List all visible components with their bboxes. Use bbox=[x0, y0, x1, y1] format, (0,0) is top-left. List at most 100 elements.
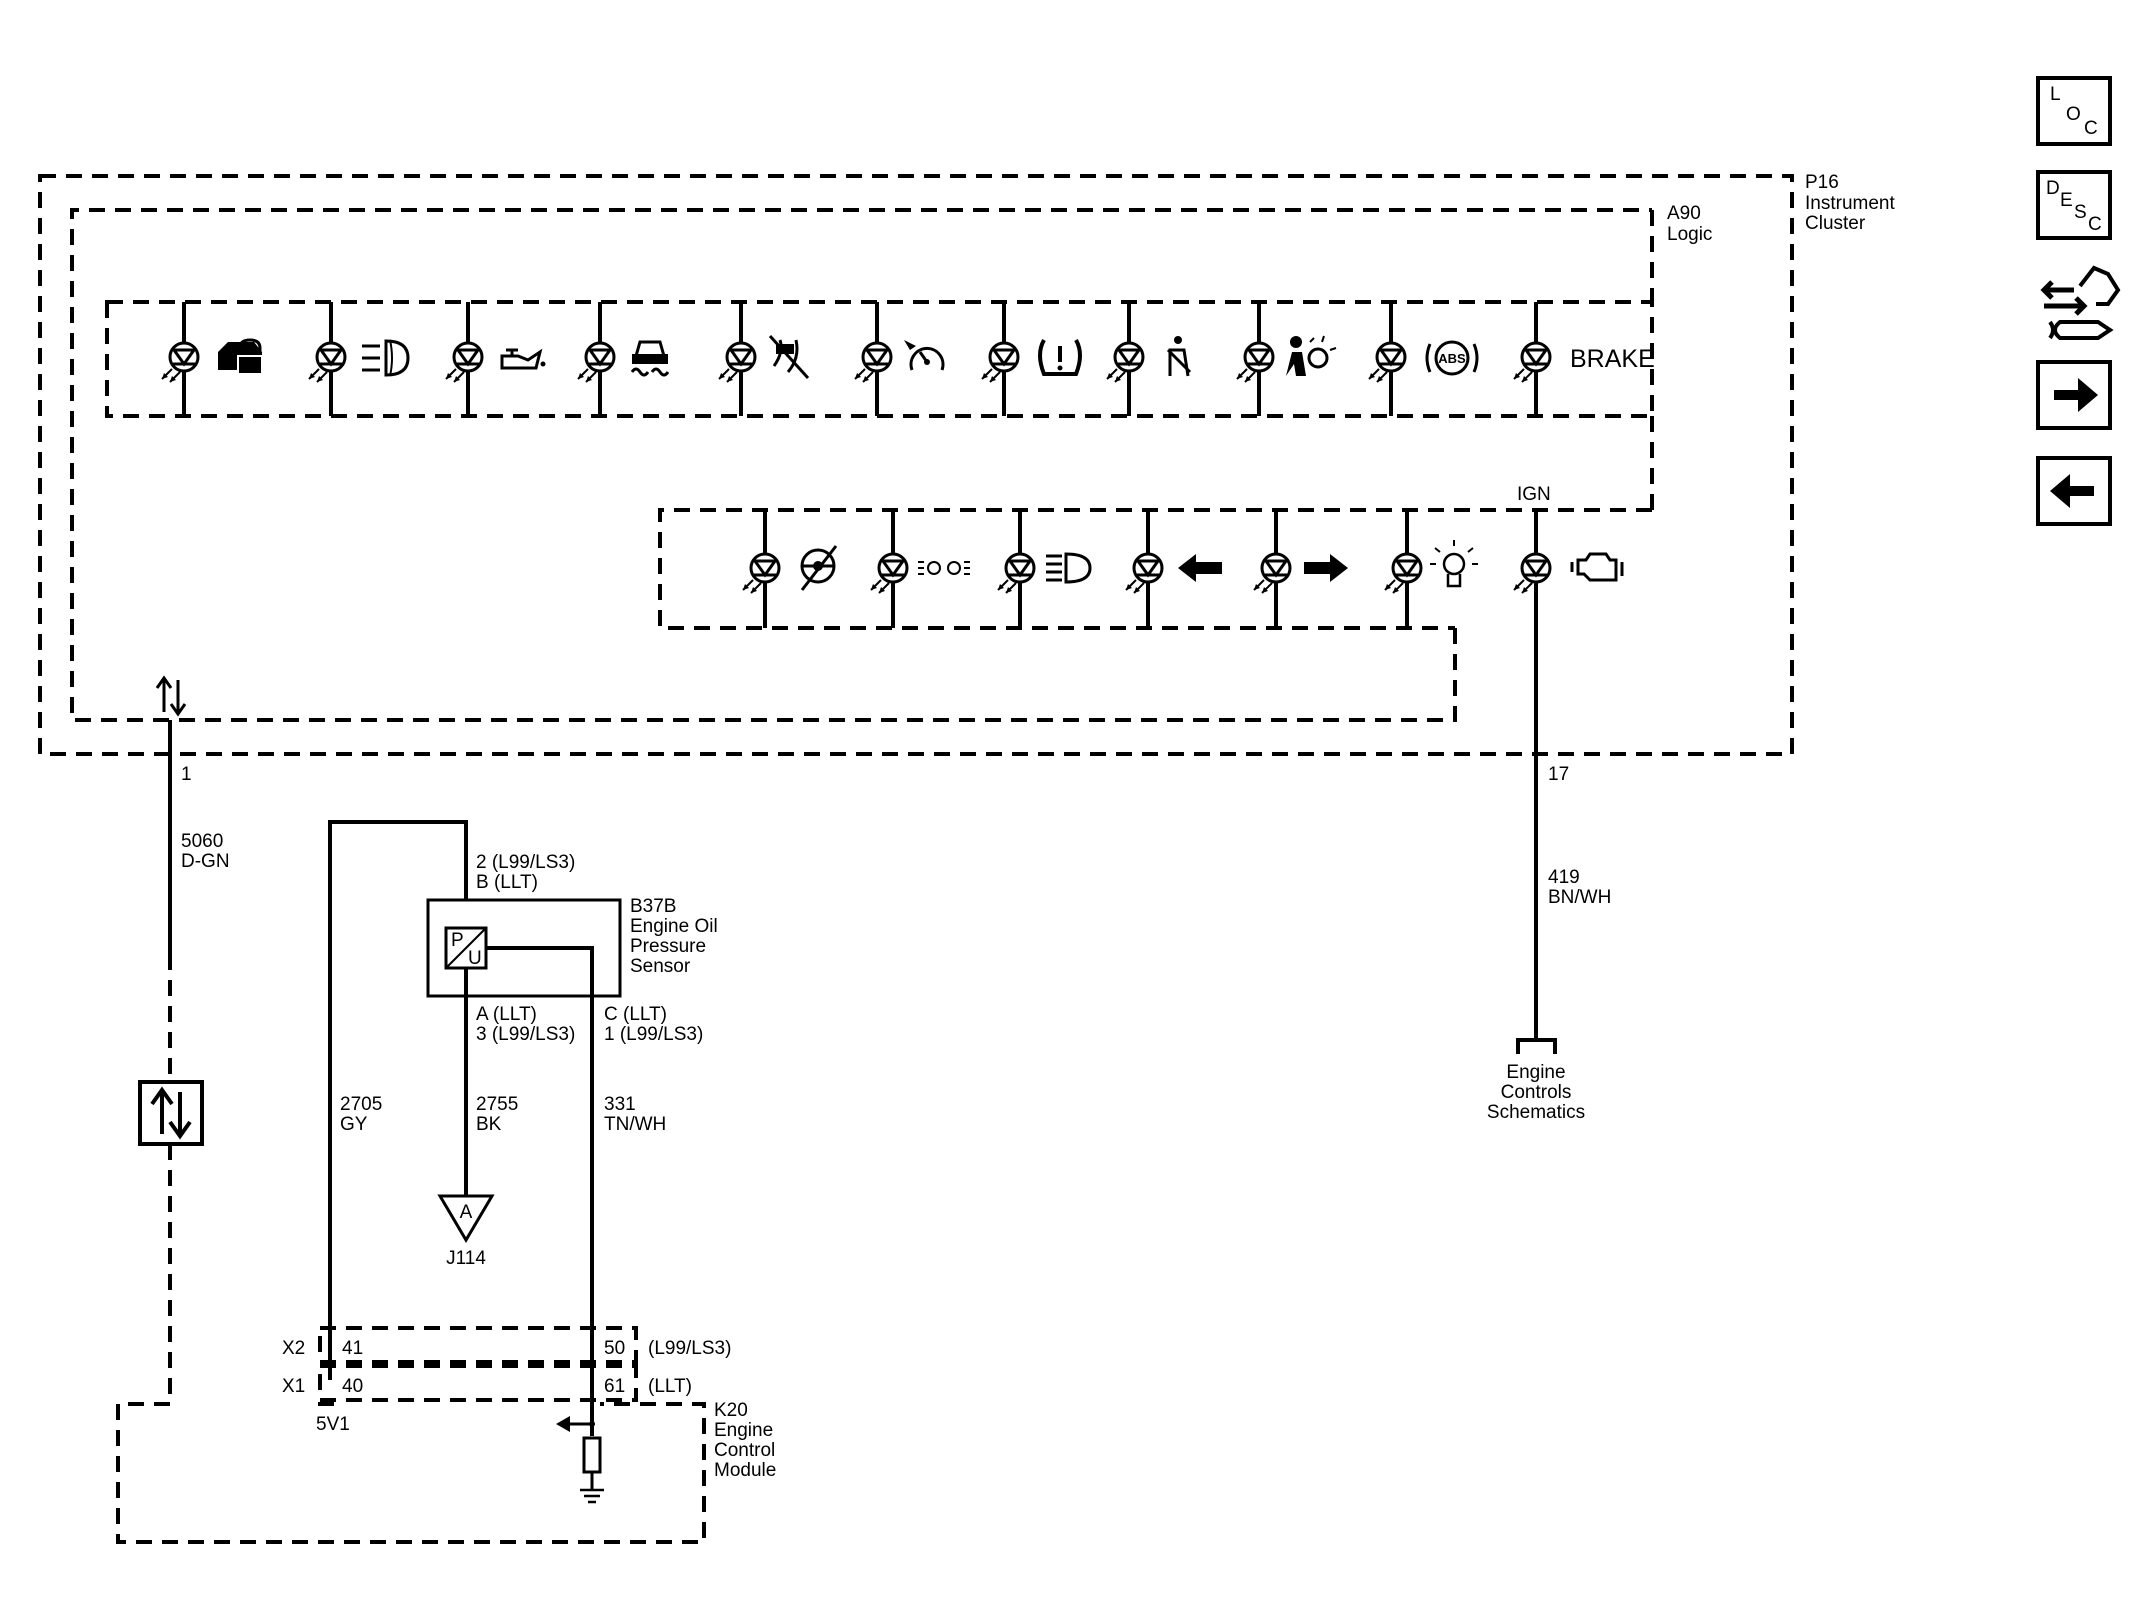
p16-label: P16 Instrument Cluster bbox=[1805, 172, 1895, 234]
circuit-331-color: TN/WH bbox=[604, 1114, 666, 1135]
svg-text:Logic: Logic bbox=[1667, 224, 1712, 245]
b37b-label: B37B Engine Oil Pressure Sensor bbox=[630, 896, 718, 977]
high-beam-icon bbox=[1046, 552, 1092, 584]
x2-pin-50: 50 bbox=[604, 1338, 625, 1359]
connector-list-icon[interactable] bbox=[2040, 265, 2121, 340]
sensor-pin-top-2: B (LLT) bbox=[476, 872, 538, 893]
indicator-row-2 bbox=[741, 510, 1552, 1040]
sensor-pin-top-1: 2 (L99/LS3) bbox=[476, 852, 575, 873]
serial-data-symbol bbox=[155, 675, 187, 717]
connector-x2 bbox=[318, 1326, 638, 1364]
svg-text:C: C bbox=[2084, 118, 2098, 139]
svg-text:D: D bbox=[2046, 178, 2060, 199]
steering-wheel-icon bbox=[800, 545, 838, 591]
k20-label: K20 Engine Control Module bbox=[714, 1400, 776, 1481]
svg-text:Engine: Engine bbox=[1506, 1062, 1565, 1083]
indicator-row-1-boundary bbox=[105, 300, 1654, 418]
tire-pressure-icon bbox=[1038, 339, 1082, 376]
airbag-icon bbox=[1286, 335, 1337, 376]
brake-label: BRAKE bbox=[1570, 345, 1655, 373]
sensor-pin-a-2: 3 (L99/LS3) bbox=[476, 1024, 575, 1045]
svg-text:Controls: Controls bbox=[1501, 1082, 1572, 1103]
circuit-419-color: BN/WH bbox=[1548, 887, 1611, 908]
circuit-331-number: 331 bbox=[604, 1094, 636, 1115]
right-turn-arrow-icon bbox=[1304, 554, 1348, 582]
svg-text:Control: Control bbox=[714, 1440, 775, 1461]
left-turn-arrow-icon bbox=[1178, 554, 1222, 582]
engine-controls-connector bbox=[1516, 1038, 1557, 1054]
bulb-icon bbox=[1430, 540, 1478, 588]
sensor-pin-c-2: 1 (L99/LS3) bbox=[604, 1024, 703, 1045]
svg-text:Sensor: Sensor bbox=[630, 956, 691, 977]
sensor-pin-a-1: A (LLT) bbox=[476, 1004, 537, 1025]
svg-text:Engine Oil: Engine Oil bbox=[630, 916, 718, 937]
pressure-transducer-icon: P U bbox=[444, 926, 488, 970]
b37b-sensor-body bbox=[426, 898, 622, 998]
sensor-pin-c-1: C (LLT) bbox=[604, 1004, 667, 1025]
x2-pin-41: 41 bbox=[342, 1338, 363, 1359]
svg-text:A: A bbox=[460, 1202, 473, 1223]
svg-text:K20: K20 bbox=[714, 1400, 748, 1421]
x1-label: X1 bbox=[282, 1376, 305, 1397]
location-button[interactable]: L O C bbox=[2036, 76, 2112, 146]
k20-ecm-boundary bbox=[116, 1402, 706, 1544]
svg-text:Cluster: Cluster bbox=[1805, 213, 1866, 234]
ecm-pullup-resistor bbox=[556, 1416, 604, 1504]
parking-lamp-icon bbox=[918, 561, 970, 575]
svg-text:C: C bbox=[2088, 214, 2102, 235]
ecm-5v1-label: 5V1 bbox=[316, 1414, 350, 1435]
cruise-control-icon bbox=[904, 340, 945, 371]
oil-pressure-icon bbox=[500, 348, 546, 370]
svg-text:B37B: B37B bbox=[630, 896, 676, 917]
x1-pin-61: 61 bbox=[604, 1376, 625, 1397]
ground-j114: A J114 bbox=[437, 1194, 495, 1269]
pin-1-label: 1 bbox=[181, 764, 192, 785]
svg-text:U: U bbox=[468, 948, 482, 969]
a90-label: A90 Logic bbox=[1667, 203, 1712, 245]
svg-text:J114: J114 bbox=[446, 1248, 486, 1269]
traction-control-icon bbox=[630, 340, 670, 377]
circuit-2705-number: 2705 bbox=[340, 1094, 382, 1115]
svg-text:L: L bbox=[2050, 84, 2061, 105]
svg-text:Schematics: Schematics bbox=[1487, 1102, 1585, 1123]
security-icon bbox=[218, 338, 263, 375]
next-page-button[interactable] bbox=[2036, 360, 2112, 430]
description-button[interactable]: D E S C bbox=[2036, 170, 2112, 240]
svg-text:Pressure: Pressure bbox=[630, 936, 706, 957]
circuit-2705-color: GY bbox=[340, 1114, 368, 1135]
x2-label: X2 bbox=[282, 1338, 305, 1359]
engine-controls-schematics-label: Engine Controls Schematics bbox=[1487, 1062, 1585, 1123]
traction-off-icon bbox=[768, 334, 810, 380]
abs-label: ABS bbox=[1438, 351, 1466, 366]
abs-icon: ABS bbox=[1425, 340, 1479, 376]
ign-label: IGN bbox=[1517, 484, 1551, 505]
serial-data-box bbox=[138, 1080, 204, 1146]
indicator-row-2-boundary bbox=[658, 508, 1652, 630]
svg-text:E: E bbox=[2060, 190, 2073, 211]
x1-variant: (LLT) bbox=[648, 1376, 692, 1397]
a90-logic-boundary bbox=[70, 208, 1654, 722]
previous-page-button[interactable] bbox=[2036, 456, 2112, 526]
svg-text:Module: Module bbox=[714, 1460, 776, 1481]
svg-text:P16: P16 bbox=[1805, 172, 1839, 193]
svg-text:O: O bbox=[2066, 104, 2081, 125]
svg-text:P: P bbox=[451, 930, 464, 951]
circuit-2755-number: 2755 bbox=[476, 1094, 518, 1115]
check-engine-icon bbox=[1570, 552, 1624, 582]
p16-instrument-cluster-boundary bbox=[38, 174, 1794, 756]
svg-text:S: S bbox=[2074, 202, 2087, 223]
fog-lamp-icon bbox=[362, 339, 410, 377]
svg-text:A90: A90 bbox=[1667, 203, 1701, 224]
circuit-419-number: 419 bbox=[1548, 867, 1580, 888]
pin-17-label: 17 bbox=[1548, 764, 1569, 785]
svg-text:Instrument: Instrument bbox=[1805, 193, 1895, 214]
circuit-5060-number: 5060 bbox=[181, 831, 223, 852]
indicator-row-1 bbox=[160, 302, 1552, 416]
seatbelt-icon bbox=[1166, 336, 1192, 377]
circuit-2755-color: BK bbox=[476, 1114, 502, 1135]
x1-pin-40: 40 bbox=[342, 1376, 363, 1397]
svg-text:Engine: Engine bbox=[714, 1420, 773, 1441]
connector-x1 bbox=[318, 1364, 638, 1402]
x2-variant: (L99/LS3) bbox=[648, 1338, 731, 1359]
